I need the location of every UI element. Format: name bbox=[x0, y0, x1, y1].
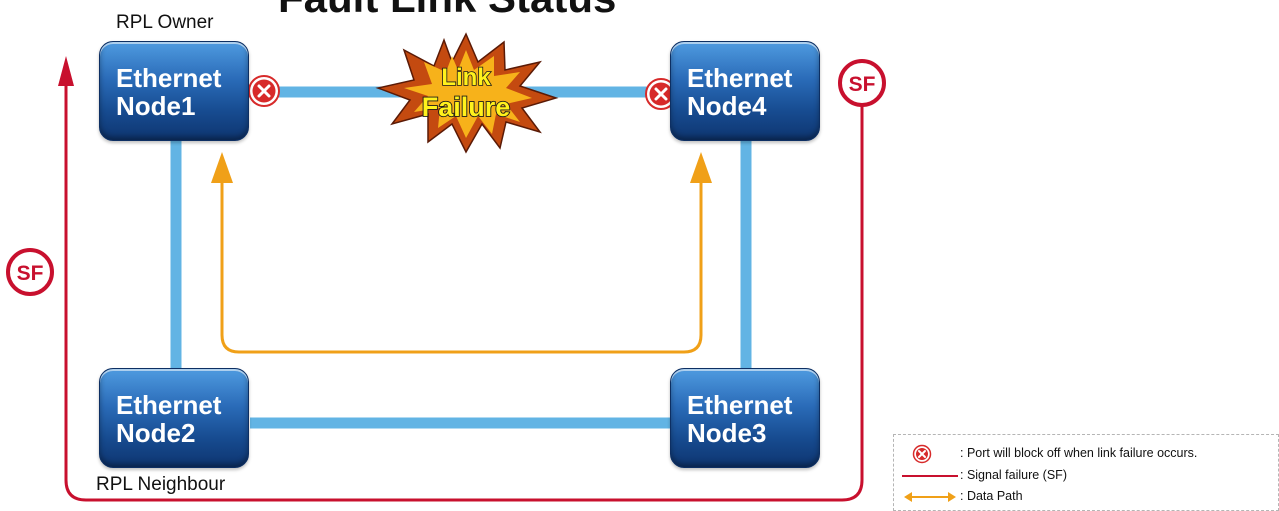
blocked-port-icon bbox=[912, 444, 932, 464]
data-path-arrow-icon bbox=[904, 492, 956, 502]
signal-failure-path bbox=[58, 56, 864, 502]
sf-badge-right: SF bbox=[838, 59, 886, 107]
node-name: Node3 bbox=[687, 418, 767, 448]
node-name: Node1 bbox=[116, 91, 196, 121]
node-name: Node4 bbox=[687, 91, 767, 121]
legend: : Port will block off when link failure … bbox=[893, 434, 1279, 511]
legend-row-port-block: : Port will block off when link failure … bbox=[894, 443, 1279, 465]
diagram-title: Fault Link Status bbox=[278, 0, 616, 22]
legend-port-block-text: : Port will block off when link failure … bbox=[960, 446, 1198, 460]
node-label: Ethernet bbox=[116, 390, 222, 420]
rpl-owner-label: RPL Owner bbox=[116, 12, 214, 33]
node-label: Ethernet bbox=[687, 390, 793, 420]
svg-text:SF: SF bbox=[17, 262, 44, 285]
data-arrowhead-left bbox=[211, 152, 233, 183]
legend-row-signal-failure: : Signal failure (SF) bbox=[894, 465, 1279, 487]
sf-arrowhead bbox=[58, 56, 74, 86]
link-failure-label: Link Failure bbox=[421, 63, 511, 123]
legend-row-data-path: : Data Path bbox=[894, 486, 1279, 508]
ethernet-node2: Ethernet Node2 bbox=[99, 368, 249, 468]
node-name: Node2 bbox=[116, 418, 196, 448]
svg-text:SF: SF bbox=[849, 73, 876, 96]
blocked-port-left bbox=[248, 75, 280, 107]
sf-badge-left: SF bbox=[6, 248, 54, 296]
rpl-neighbour-label: RPL Neighbour bbox=[96, 474, 226, 495]
node-label: Ethernet bbox=[116, 63, 222, 93]
node-label: Ethernet bbox=[687, 63, 793, 93]
link-failure-burst bbox=[375, 32, 559, 154]
svg-text:Failure: Failure bbox=[422, 92, 511, 122]
ethernet-node3: Ethernet Node3 bbox=[670, 368, 820, 468]
data-path bbox=[211, 152, 712, 354]
svg-text:Link: Link bbox=[441, 64, 491, 91]
data-arrowhead-right bbox=[690, 152, 712, 183]
blocked-port-right bbox=[645, 78, 677, 110]
legend-data-path-text: : Data Path bbox=[960, 489, 1023, 503]
ethernet-node1: Ethernet Node1 bbox=[99, 41, 249, 141]
signal-failure-line-icon bbox=[902, 475, 958, 477]
ethernet-node4: Ethernet Node4 bbox=[670, 41, 820, 141]
legend-signal-failure-text: : Signal failure (SF) bbox=[960, 468, 1067, 482]
